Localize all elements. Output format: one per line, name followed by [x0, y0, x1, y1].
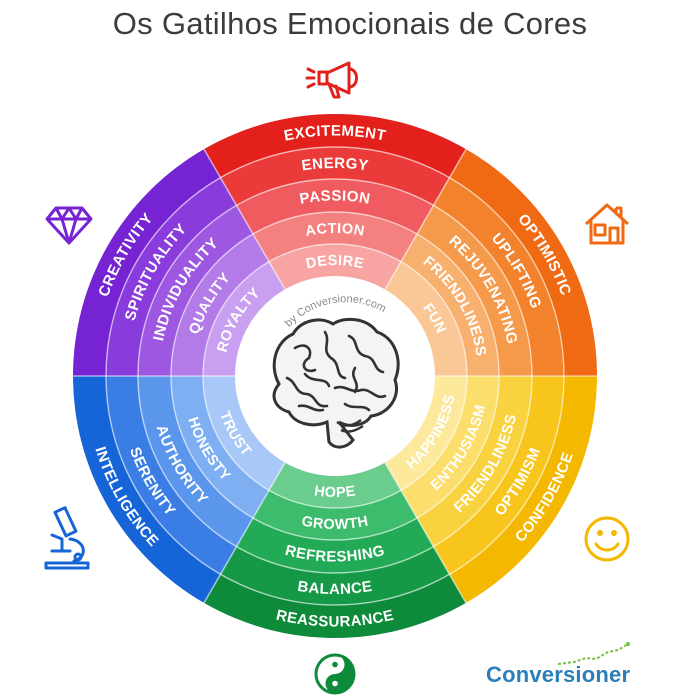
sector-separators — [73, 146, 597, 606]
orange-ring-4 — [401, 233, 499, 376]
microscope-icon — [44, 506, 90, 570]
brand-name: Conversioner — [486, 662, 631, 687]
orange-ring-5 — [385, 261, 467, 376]
diamond-icon — [45, 206, 93, 245]
ring-divider-2 — [137, 178, 533, 574]
megaphone-icon — [305, 61, 358, 99]
red-ring-4 — [253, 212, 417, 262]
orange-ring-1 — [449, 149, 597, 376]
growth-chart-icon — [557, 642, 630, 665]
green-label-5: HOPE — [313, 483, 357, 501]
green-label-4: GROWTH — [300, 513, 370, 533]
yin-yang-icon — [314, 653, 356, 695]
separator-5 — [203, 462, 286, 604]
red-ring-5 — [269, 244, 401, 290]
yellow-ring-3 — [417, 376, 532, 547]
red-label-1: EXCITEMENT — [283, 122, 388, 144]
blue-ring-1 — [73, 376, 221, 603]
green-ring-1 — [204, 574, 466, 638]
green-ring-3 — [236, 518, 434, 573]
blue-ring-3 — [138, 376, 253, 547]
red-ring-1 — [204, 113, 466, 178]
green-label-1: REASSURANCE — [275, 607, 396, 631]
yellow-ring-1 — [449, 376, 597, 603]
purple-ring-2 — [106, 177, 237, 376]
ring-divider-3 — [170, 211, 500, 541]
blue-ring-5 — [203, 376, 285, 491]
red-label-5: DESIRE — [305, 253, 366, 272]
house-icon — [584, 203, 630, 245]
separator-2 — [384, 148, 467, 290]
orange-ring-2 — [433, 177, 564, 376]
separator-1 — [203, 148, 286, 290]
separator-4 — [384, 462, 467, 604]
blue-ring-4 — [171, 376, 269, 519]
purple-ring-5 — [203, 261, 285, 376]
ring-divider-4 — [202, 243, 468, 509]
purple-ring-1 — [73, 149, 221, 376]
yellow-ring-4 — [401, 376, 499, 519]
red-label-3: PASSION — [298, 187, 371, 207]
red-ring-3 — [236, 179, 434, 234]
orange-ring-3 — [417, 205, 532, 376]
green-ring-2 — [220, 546, 450, 605]
yellow-ring-5 — [385, 376, 467, 491]
red-label-2: ENERGY — [300, 155, 369, 175]
blue-ring-2 — [106, 376, 237, 575]
green-ring-4 — [253, 490, 417, 540]
green-ring-5 — [269, 462, 401, 509]
green-label-3: REFRESHING — [283, 542, 386, 566]
purple-ring-3 — [138, 205, 253, 376]
brain-icon — [272, 317, 400, 449]
smiley-icon — [584, 516, 630, 562]
yellow-ring-2 — [433, 376, 564, 575]
brand-logo: Conversioner — [486, 642, 631, 692]
page-title: Os Gatilhos Emocionais de Cores — [112, 6, 588, 41]
green-label-2: BALANCE — [296, 578, 373, 598]
ring-divider-1 — [105, 146, 565, 606]
wheel-rings — [73, 113, 597, 638]
red-ring-2 — [220, 146, 450, 206]
purple-ring-4 — [171, 233, 269, 376]
red-label-4: ACTION — [304, 221, 366, 240]
